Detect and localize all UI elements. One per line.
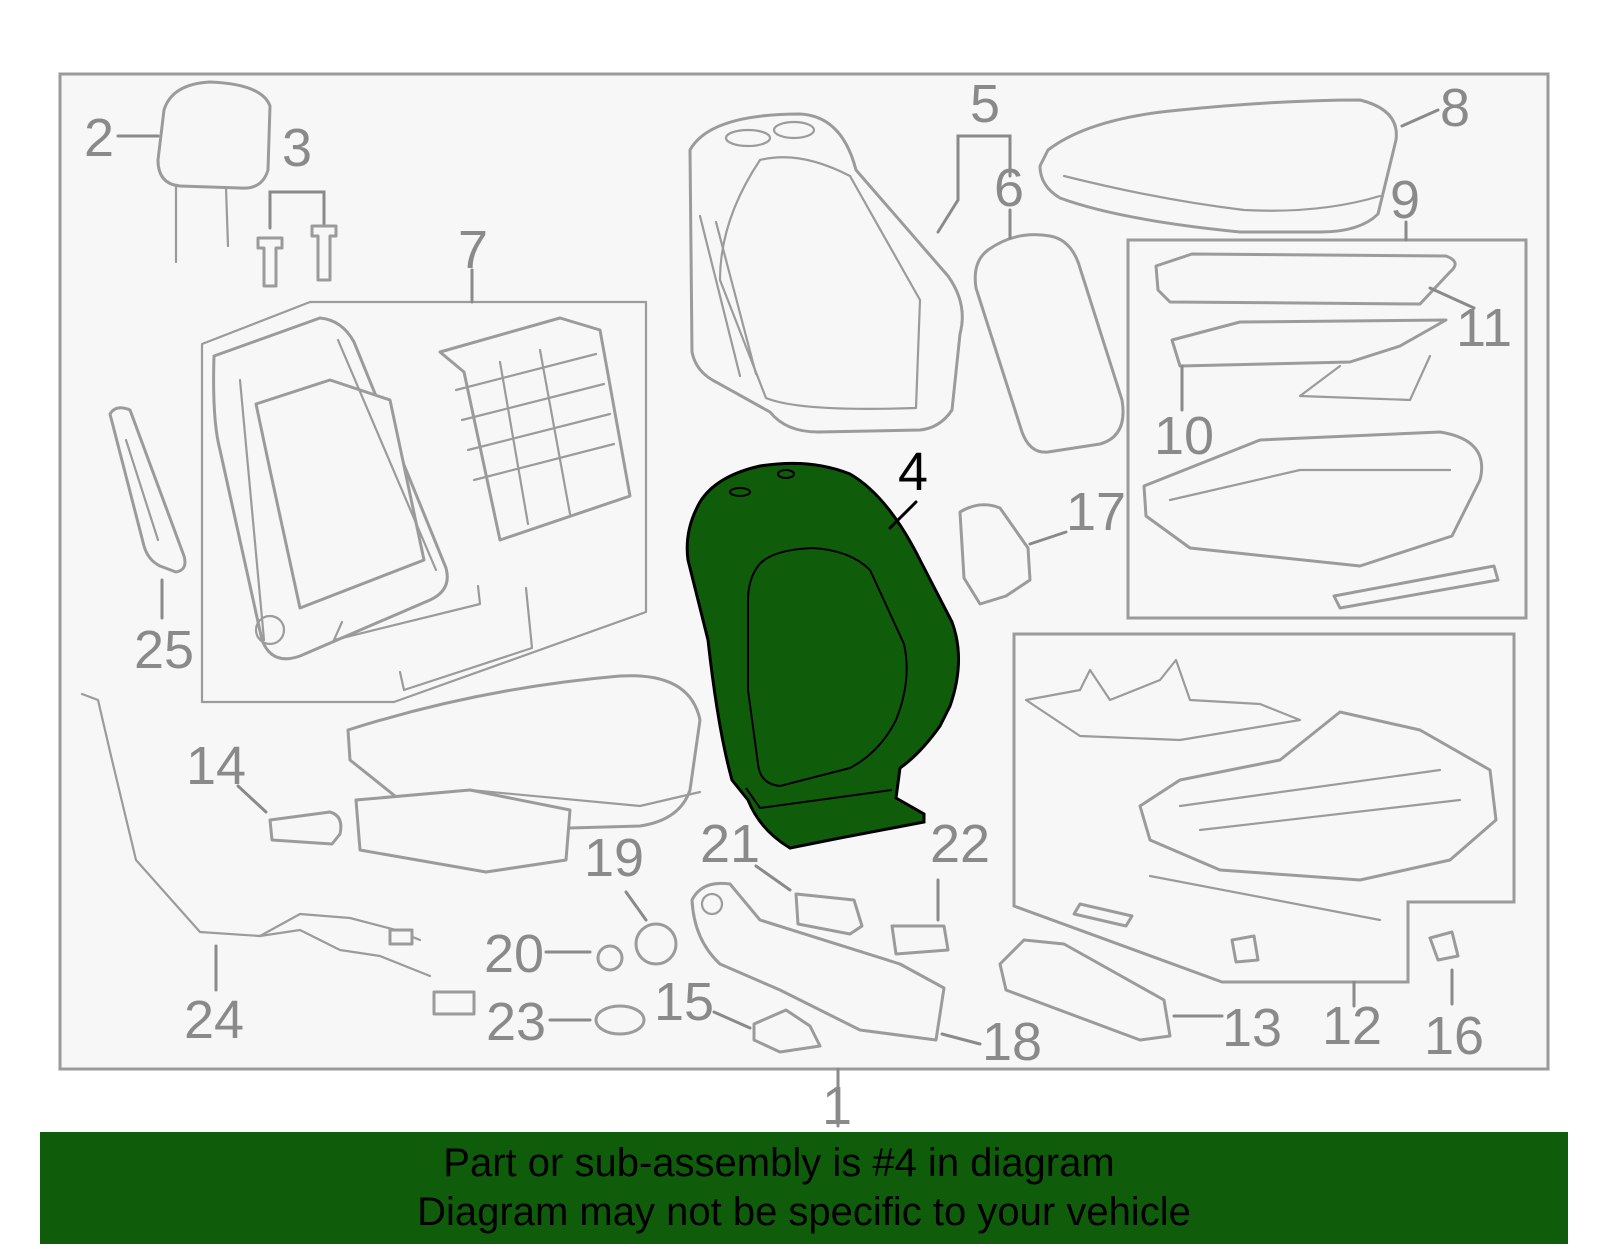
callout-3: 3 xyxy=(282,118,312,178)
part-8-cushion-cover[interactable] xyxy=(1038,98,1440,234)
banner-line-part-number: Part or sub-assembly is #4 in diagram xyxy=(443,1141,1115,1185)
part-5-seatback-cover[interactable] xyxy=(688,112,1012,434)
part-16-clip[interactable] xyxy=(1428,930,1460,1006)
part-4-highlight-shape xyxy=(685,461,960,850)
callout-10: 10 xyxy=(1154,406,1214,466)
part-13-trim-panel[interactable] xyxy=(998,938,1224,1042)
banner-line-disclaimer: Diagram may not be specific to your vehi… xyxy=(417,1190,1191,1234)
callout-17: 17 xyxy=(1066,482,1126,542)
part-25-side-trim[interactable] xyxy=(108,406,187,620)
part-7-seatback-frame-group[interactable] xyxy=(200,268,648,704)
part-15-clip[interactable] xyxy=(712,1008,822,1054)
part-22-switch[interactable] xyxy=(890,878,950,956)
callout-7: 7 xyxy=(458,220,488,280)
callout-8: 8 xyxy=(1440,78,1470,138)
part-20-cap[interactable] xyxy=(544,944,624,972)
part-6-back-panel[interactable] xyxy=(973,208,1125,454)
callout-labels: 1 2 3 4 5 6 7 8 9 10 11 12 13 14 15 16 1… xyxy=(84,74,1512,1136)
callout-19: 19 xyxy=(584,828,644,888)
callout-9: 9 xyxy=(1390,170,1420,230)
callout-24: 24 xyxy=(184,990,244,1050)
callout-12: 12 xyxy=(1322,996,1382,1056)
callout-20: 20 xyxy=(484,924,544,984)
callout-1: 1 xyxy=(822,1076,852,1136)
callout-2: 2 xyxy=(84,108,114,168)
part-24-wiring-harness[interactable] xyxy=(80,692,476,1016)
part-3-headrest-guides[interactable] xyxy=(256,190,338,288)
callout-14: 14 xyxy=(186,736,246,796)
part-19-knob[interactable] xyxy=(624,890,678,966)
part-12-seat-frame-group[interactable] xyxy=(1012,632,1516,1008)
callout-15: 15 xyxy=(654,972,714,1032)
callout-18: 18 xyxy=(982,1012,1042,1072)
callout-23: 23 xyxy=(486,992,546,1052)
callout-4: 4 xyxy=(898,442,928,502)
part-23-cap[interactable] xyxy=(548,1004,646,1036)
callout-6: 6 xyxy=(994,158,1024,218)
part-4-seatback-cushion-pad[interactable] xyxy=(685,461,960,850)
part-2-headrest[interactable] xyxy=(116,80,272,264)
callout-16: 16 xyxy=(1424,1006,1484,1066)
part-21-switch[interactable] xyxy=(754,864,864,936)
part-17-bracket[interactable] xyxy=(958,503,1068,606)
callout-25: 25 xyxy=(134,620,194,680)
callout-11: 11 xyxy=(1456,298,1512,358)
callout-13: 13 xyxy=(1222,998,1282,1058)
callout-5: 5 xyxy=(970,74,1000,134)
info-banner: Part or sub-assembly is #4 in diagram Di… xyxy=(40,1132,1568,1244)
callout-22: 22 xyxy=(930,814,990,874)
callout-21: 21 xyxy=(700,814,760,874)
seat-cushion-assembly xyxy=(346,674,702,874)
part-9-cushion-group[interactable] xyxy=(1126,220,1528,620)
part-18-shield[interactable] xyxy=(690,881,982,1046)
part-14-cover[interactable] xyxy=(236,784,343,846)
